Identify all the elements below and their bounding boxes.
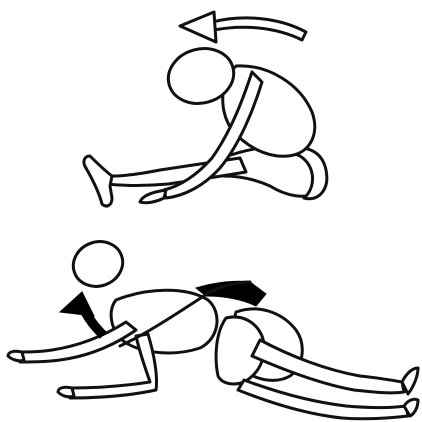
shin-right	[252, 340, 418, 394]
curved-arrow-left-icon	[180, 12, 306, 42]
head-kneeling	[67, 235, 129, 293]
curved-arrow-up-left-icon	[60, 292, 106, 338]
panel-kneeling-reach-twist	[8, 235, 418, 419]
hand-left-upper	[8, 351, 24, 361]
panel-seated-forward-reach	[84, 12, 327, 206]
reaching-arm-upper	[8, 322, 136, 362]
hand-left-lower	[58, 387, 74, 397]
foot-left	[84, 156, 112, 206]
foot-right-upper	[402, 368, 418, 394]
hand-top	[140, 190, 166, 203]
